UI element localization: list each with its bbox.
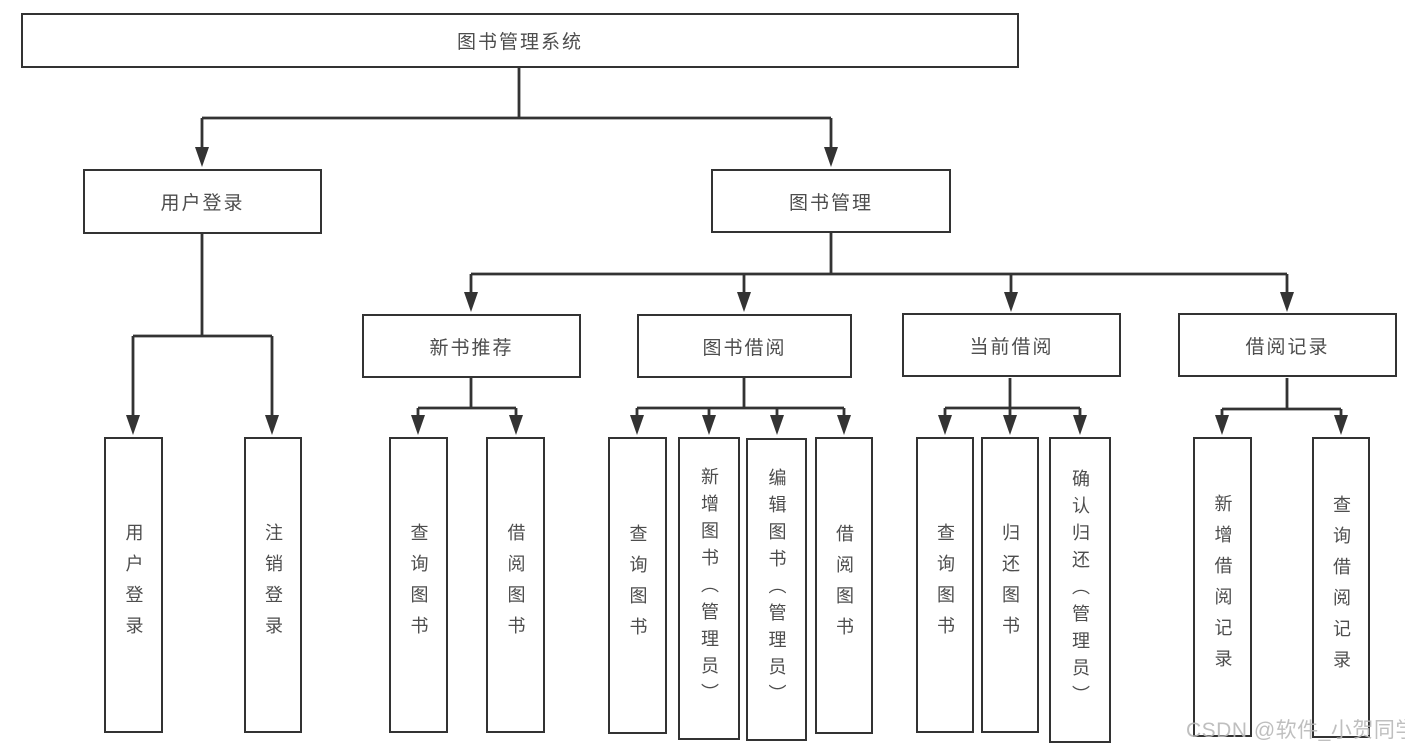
node-user-login: 用户登录: [83, 169, 322, 234]
leaf-confirm-return-admin: 确认归还（管理员）: [1049, 437, 1111, 743]
node-label: 图书借阅: [702, 337, 787, 359]
node-current-borrowing: 当前借阅: [902, 313, 1121, 377]
node-new-book-recommendation: 新书推荐: [362, 314, 581, 378]
node-label: 新书推荐: [429, 337, 514, 359]
node-label: 归还图书: [1000, 523, 1020, 647]
node-label: 查询借阅记录: [1331, 494, 1351, 681]
node-label: 查询图书: [935, 523, 955, 647]
node-label: 新增借阅记录: [1212, 494, 1233, 680]
csdn-watermark: CSDN @软件_小贺同学: [1186, 719, 1405, 742]
leaf-borrow-books: 借阅图书: [815, 437, 873, 734]
leaf-query-books-current: 查询图书: [916, 437, 974, 733]
node-label: 借阅图书: [505, 523, 526, 647]
leaf-edit-book-admin: 编辑图书（管理员）: [746, 438, 807, 741]
leaf-add-borrow-record: 新增借阅记录: [1193, 437, 1252, 737]
node-book-management: 图书管理: [711, 169, 951, 233]
node-label: 注销登录: [263, 523, 283, 647]
leaf-borrow-books-recommend: 借阅图书: [486, 437, 545, 733]
leaf-user-login: 用户登录: [104, 437, 163, 733]
node-label: 查询图书: [627, 523, 648, 648]
leaf-logout: 注销登录: [244, 437, 302, 733]
node-label: 用户登录: [160, 193, 245, 214]
node-label: 确认归还（管理员）: [1070, 468, 1090, 712]
node-label: 编辑图书（管理员）: [766, 468, 787, 711]
node-label: 图书管理: [788, 192, 873, 214]
node-label: 查询图书: [408, 523, 429, 647]
leaf-query-books-borrow: 查询图书: [608, 437, 667, 734]
node-label: 用户登录: [123, 523, 144, 647]
node-borrowing-records: 借阅记录: [1178, 313, 1397, 377]
arrowheads: [126, 147, 1348, 435]
leaf-return-book: 归还图书: [981, 437, 1039, 733]
node-label: 新增图书（管理员）: [699, 467, 719, 710]
node-label: 借阅图书: [834, 523, 854, 648]
node-label: 图书管理系统: [456, 32, 583, 53]
node-book-borrowing: 图书借阅: [637, 314, 852, 378]
node-label: 当前借阅: [969, 336, 1054, 358]
leaf-add-book-admin: 新增图书（管理员）: [678, 437, 740, 740]
node-label: 借阅记录: [1245, 336, 1330, 358]
leaf-query-borrow-record: 查询借阅记录: [1312, 437, 1370, 738]
leaf-query-books-recommend: 查询图书: [389, 437, 448, 733]
node-library-system: 图书管理系统: [21, 13, 1019, 68]
